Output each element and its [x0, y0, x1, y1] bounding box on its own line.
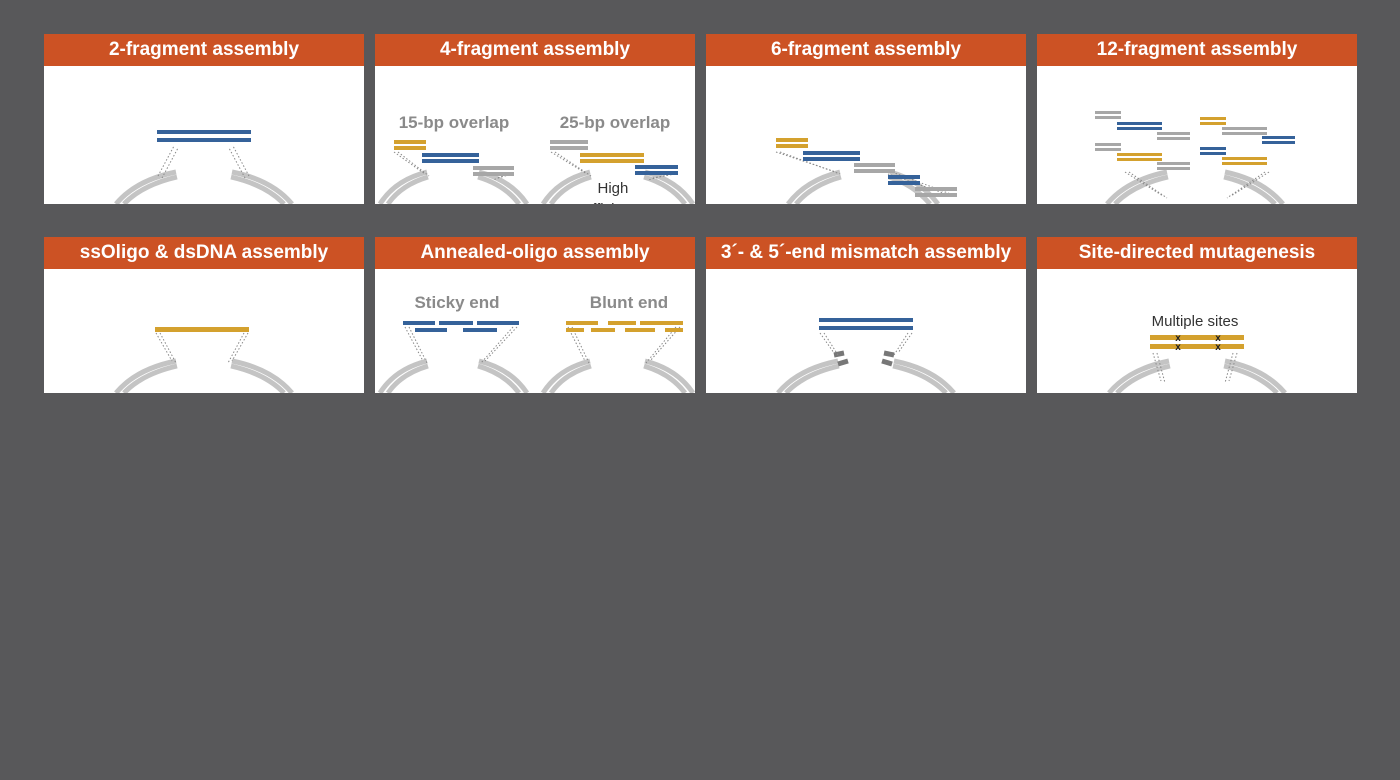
diagram-ssoligo-dsdna — [114, 327, 294, 393]
diagram-2-fragment — [114, 130, 294, 204]
dotted-guides — [155, 332, 249, 364]
dotted-guides — [157, 145, 250, 179]
dotted-guides — [1124, 171, 1270, 199]
plasmid-vector-left — [377, 169, 530, 204]
plasmid-vector — [114, 169, 294, 204]
mutation-mark: x — [1175, 333, 1181, 344]
panel-title: 6-fragment assembly — [706, 34, 1026, 66]
panel-title: 3´- & 5´-end mismatch assembly — [706, 237, 1026, 269]
panel-end-mismatch-assembly: 3´- & 5´-end mismatch assembly — [706, 237, 1026, 393]
mutagenesis-template — [1150, 335, 1244, 349]
mutation-mark: x — [1215, 333, 1221, 344]
plasmid-vector — [1107, 358, 1287, 393]
dna-fragment-blue — [157, 130, 251, 142]
diagram-6-fragment — [775, 138, 957, 204]
dna-fragments — [776, 138, 957, 197]
panel-title: 4-fragment assembly — [375, 34, 695, 66]
mutation-marks: x x x x — [1175, 333, 1221, 353]
panel-site-directed-mutagenesis: Site-directed mutagenesis Multiple sites… — [1037, 237, 1357, 393]
label-sticky-end: Sticky end — [414, 293, 499, 312]
panel-12-fragment-assembly: 12-fragment assembly — [1037, 34, 1357, 204]
dotted-guides — [1152, 352, 1238, 384]
single-strand-oligo — [155, 327, 249, 332]
plasmid-vector — [1105, 169, 1285, 204]
plasmid-vector — [114, 358, 294, 393]
dna-fragment-blue — [819, 318, 913, 330]
plasmid-vector-right — [540, 358, 695, 393]
panel-title: ssOligo & dsDNA assembly — [44, 237, 364, 269]
panel-annealed-oligo-assembly: Annealed-oligo assembly Sticky end Blunt… — [375, 237, 695, 393]
dna-fragments-25bp — [550, 140, 678, 175]
panel-title: 2-fragment assembly — [44, 34, 364, 66]
panel-title: Site-directed mutagenesis — [1037, 237, 1357, 269]
label-multiple-sites: Multiple sites — [1152, 313, 1239, 330]
mutation-mark: x — [1215, 342, 1221, 353]
plasmid-vector — [776, 358, 956, 393]
panel-title: Annealed-oligo assembly — [375, 237, 695, 269]
panel-4-fragment-assembly: 4-fragment assembly 15-bp overlap 25-bp … — [375, 34, 695, 204]
dna-fragments-right — [1200, 117, 1295, 165]
note-high-efficiency: High efficiency — [584, 180, 647, 204]
diagram-4-fragment: 15-bp overlap 25-bp overlap — [377, 113, 695, 204]
panel-title: 12-fragment assembly — [1037, 34, 1357, 66]
diagram-annealed-oligo: Sticky end Blunt end — [377, 293, 695, 393]
sticky-end-oligos — [403, 321, 519, 332]
label-25bp-overlap: 25-bp overlap — [560, 113, 671, 132]
label-blunt-end: Blunt end — [590, 293, 668, 312]
mutation-mark: x — [1175, 342, 1181, 353]
diagram-12-fragment — [1095, 111, 1295, 204]
dna-fragments-left — [1095, 111, 1190, 170]
panel-6-fragment-assembly: 6-fragment assembly — [706, 34, 1026, 204]
blunt-end-oligos — [566, 321, 683, 332]
dna-fragments-15bp — [394, 140, 514, 176]
diagram-end-mismatch — [776, 318, 956, 393]
dotted-guides — [404, 326, 681, 364]
panel-ssoligo-dsdna-assembly: ssOligo & dsDNA assembly — [44, 237, 364, 393]
label-15bp-overlap: 15-bp overlap — [399, 113, 510, 132]
diagram-site-directed-mutagenesis: Multiple sites x x x x — [1107, 313, 1287, 393]
dotted-guides — [819, 332, 913, 356]
plasmid-vector-left — [377, 358, 530, 393]
mismatch-ends — [833, 350, 895, 367]
panel-2-fragment-assembly: 2-fragment assembly — [44, 34, 364, 204]
